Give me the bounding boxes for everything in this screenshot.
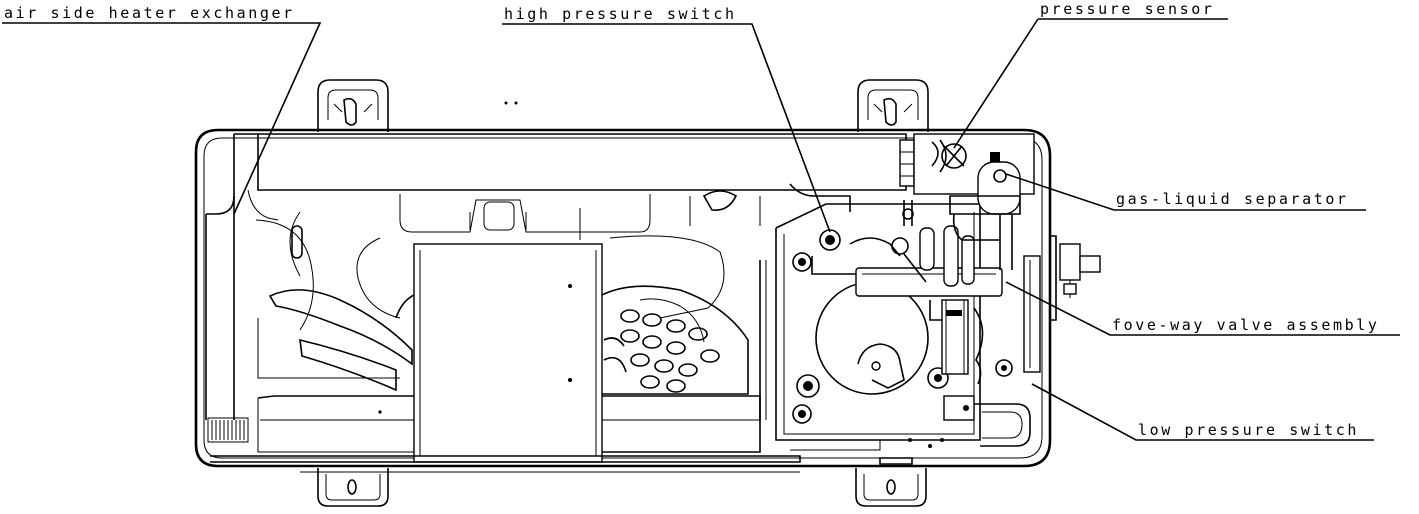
- mounting-foot-top-right: [857, 79, 929, 132]
- service-valve: [1023, 255, 1041, 373]
- label-low-pressure-switch: low pressure switch: [1138, 421, 1359, 439]
- fan-hub-pattern: [620, 309, 720, 393]
- unit-casing: [194, 128, 1052, 473]
- base-pan: [255, 183, 851, 379]
- label-gas-liquid-separator: gas-liquid separator: [1116, 190, 1349, 208]
- mounting-foot-top-left: [317, 79, 389, 132]
- drain-channel: [210, 395, 801, 463]
- air-side-heat-exchanger: [205, 133, 915, 443]
- mounting-foot-bottom-right: [855, 468, 927, 507]
- marker-dot: [504, 101, 508, 105]
- compressor: [815, 281, 929, 395]
- marker-dot: [514, 101, 518, 105]
- callout-low-pressure-switch: low pressure switch: [1031, 383, 1374, 441]
- electric-control-box: [378, 243, 603, 463]
- callout-pressure-sensor: pressure sensor: [953, 0, 1228, 149]
- callout-high-pressure-switch: high pressure switch: [502, 5, 831, 233]
- fan-assembly: [268, 285, 749, 395]
- compressor-compartment: [759, 200, 1031, 465]
- label-pressure-sensor: pressure sensor: [1040, 0, 1214, 18]
- label-air-side-heater-exchanger: air side heater exchanger: [4, 4, 295, 22]
- pressure-sensor: [941, 143, 967, 169]
- label-four-way-valve-assembly: fove-way valve assembly: [1112, 316, 1380, 334]
- mounting-foot-bottom-left: [317, 468, 389, 507]
- callouts: air side heater exchanger high pressure …: [2, 0, 1400, 441]
- callout-four-way-valve-assembly: fove-way valve assembly: [1005, 281, 1400, 336]
- label-high-pressure-switch: high pressure switch: [504, 5, 737, 23]
- mounting-feet: [317, 79, 929, 507]
- callout-gas-liquid-separator: gas-liquid separator: [1005, 173, 1366, 211]
- callout-air-side-heater-exchanger: air side heater exchanger: [2, 4, 322, 215]
